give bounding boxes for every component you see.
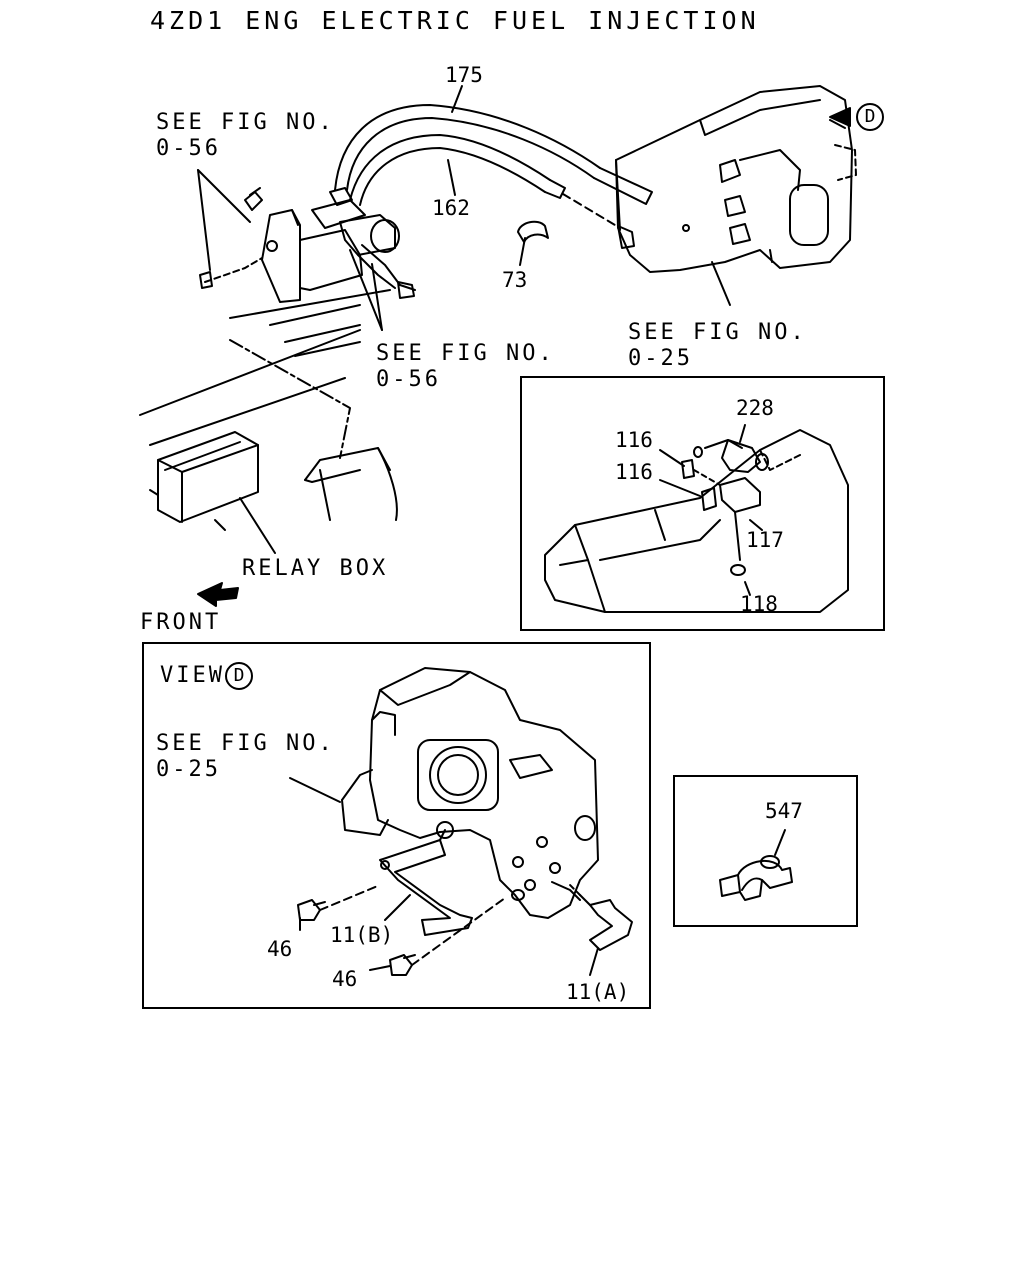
view-d-leader-lines <box>289 777 599 976</box>
view-d-throttle-body-drawing <box>341 667 599 919</box>
hose-162 <box>349 134 635 249</box>
view-d-sensor-11a-drawing <box>579 894 633 951</box>
see-fig-label-1: SEE FIG NO. <box>156 110 335 135</box>
fig-ref-0-56-2: 0-56 <box>376 367 441 392</box>
part-547: 547 <box>765 799 803 823</box>
part-46-a: 46 <box>267 937 293 961</box>
clamp-547-drawing <box>719 829 793 901</box>
part-116-b: 116 <box>615 460 653 484</box>
fig-ref-0-56-1: 0-56 <box>156 136 221 161</box>
part-118: 118 <box>740 592 778 616</box>
part-11a: 11(A) <box>566 980 630 1004</box>
see-fig-label-2: SEE FIG NO. <box>376 341 555 366</box>
view-d-box <box>142 642 651 1009</box>
view-d-heading-label: VIEW <box>160 663 225 688</box>
vehicle-body-sketch <box>139 289 398 521</box>
part-11b: 11(B) <box>330 923 394 947</box>
view-marker-d: D <box>856 103 884 131</box>
relay-box-drawing <box>149 431 276 554</box>
view-d-arrow <box>829 107 851 127</box>
page-title: 4ZD1 ENG ELECTRIC FUEL INJECTION <box>150 6 760 35</box>
view-d-bracket-11b-drawing <box>379 829 473 936</box>
inset-engine-drawing <box>544 429 849 613</box>
vsv-bracket-drawing <box>199 187 416 303</box>
relay-box-label: RELAY BOX <box>242 556 389 581</box>
part-73: 73 <box>502 268 528 292</box>
part-117: 117 <box>746 528 784 552</box>
view-d-heading-marker: D <box>224 662 253 690</box>
hose-175 <box>334 104 653 205</box>
inset-valve-228-drawing <box>693 424 769 473</box>
front-arrow <box>197 582 239 607</box>
part-162: 162 <box>432 196 470 220</box>
see-fig-label-4: SEE FIG NO. <box>156 731 335 756</box>
inset-box-detail <box>520 376 885 631</box>
see-fig-label-3: SEE FIG NO. <box>628 320 807 345</box>
part-46-b: 46 <box>332 967 358 991</box>
part-175: 175 <box>445 63 483 87</box>
fig-ref-0-25-1: 0-25 <box>628 346 693 371</box>
part-116-a: 116 <box>615 428 653 452</box>
clip-73-drawing <box>517 220 549 243</box>
fig-ref-0-25-2: 0-25 <box>156 757 221 782</box>
part-228: 228 <box>736 396 774 420</box>
inset-bracket-117-drawing <box>659 449 763 596</box>
leader-lines-top <box>197 85 731 331</box>
engine-block-drawing <box>615 85 857 273</box>
view-marker-d-label: D <box>856 103 884 131</box>
front-label: FRONT <box>140 610 222 635</box>
clamp-box <box>673 775 858 927</box>
